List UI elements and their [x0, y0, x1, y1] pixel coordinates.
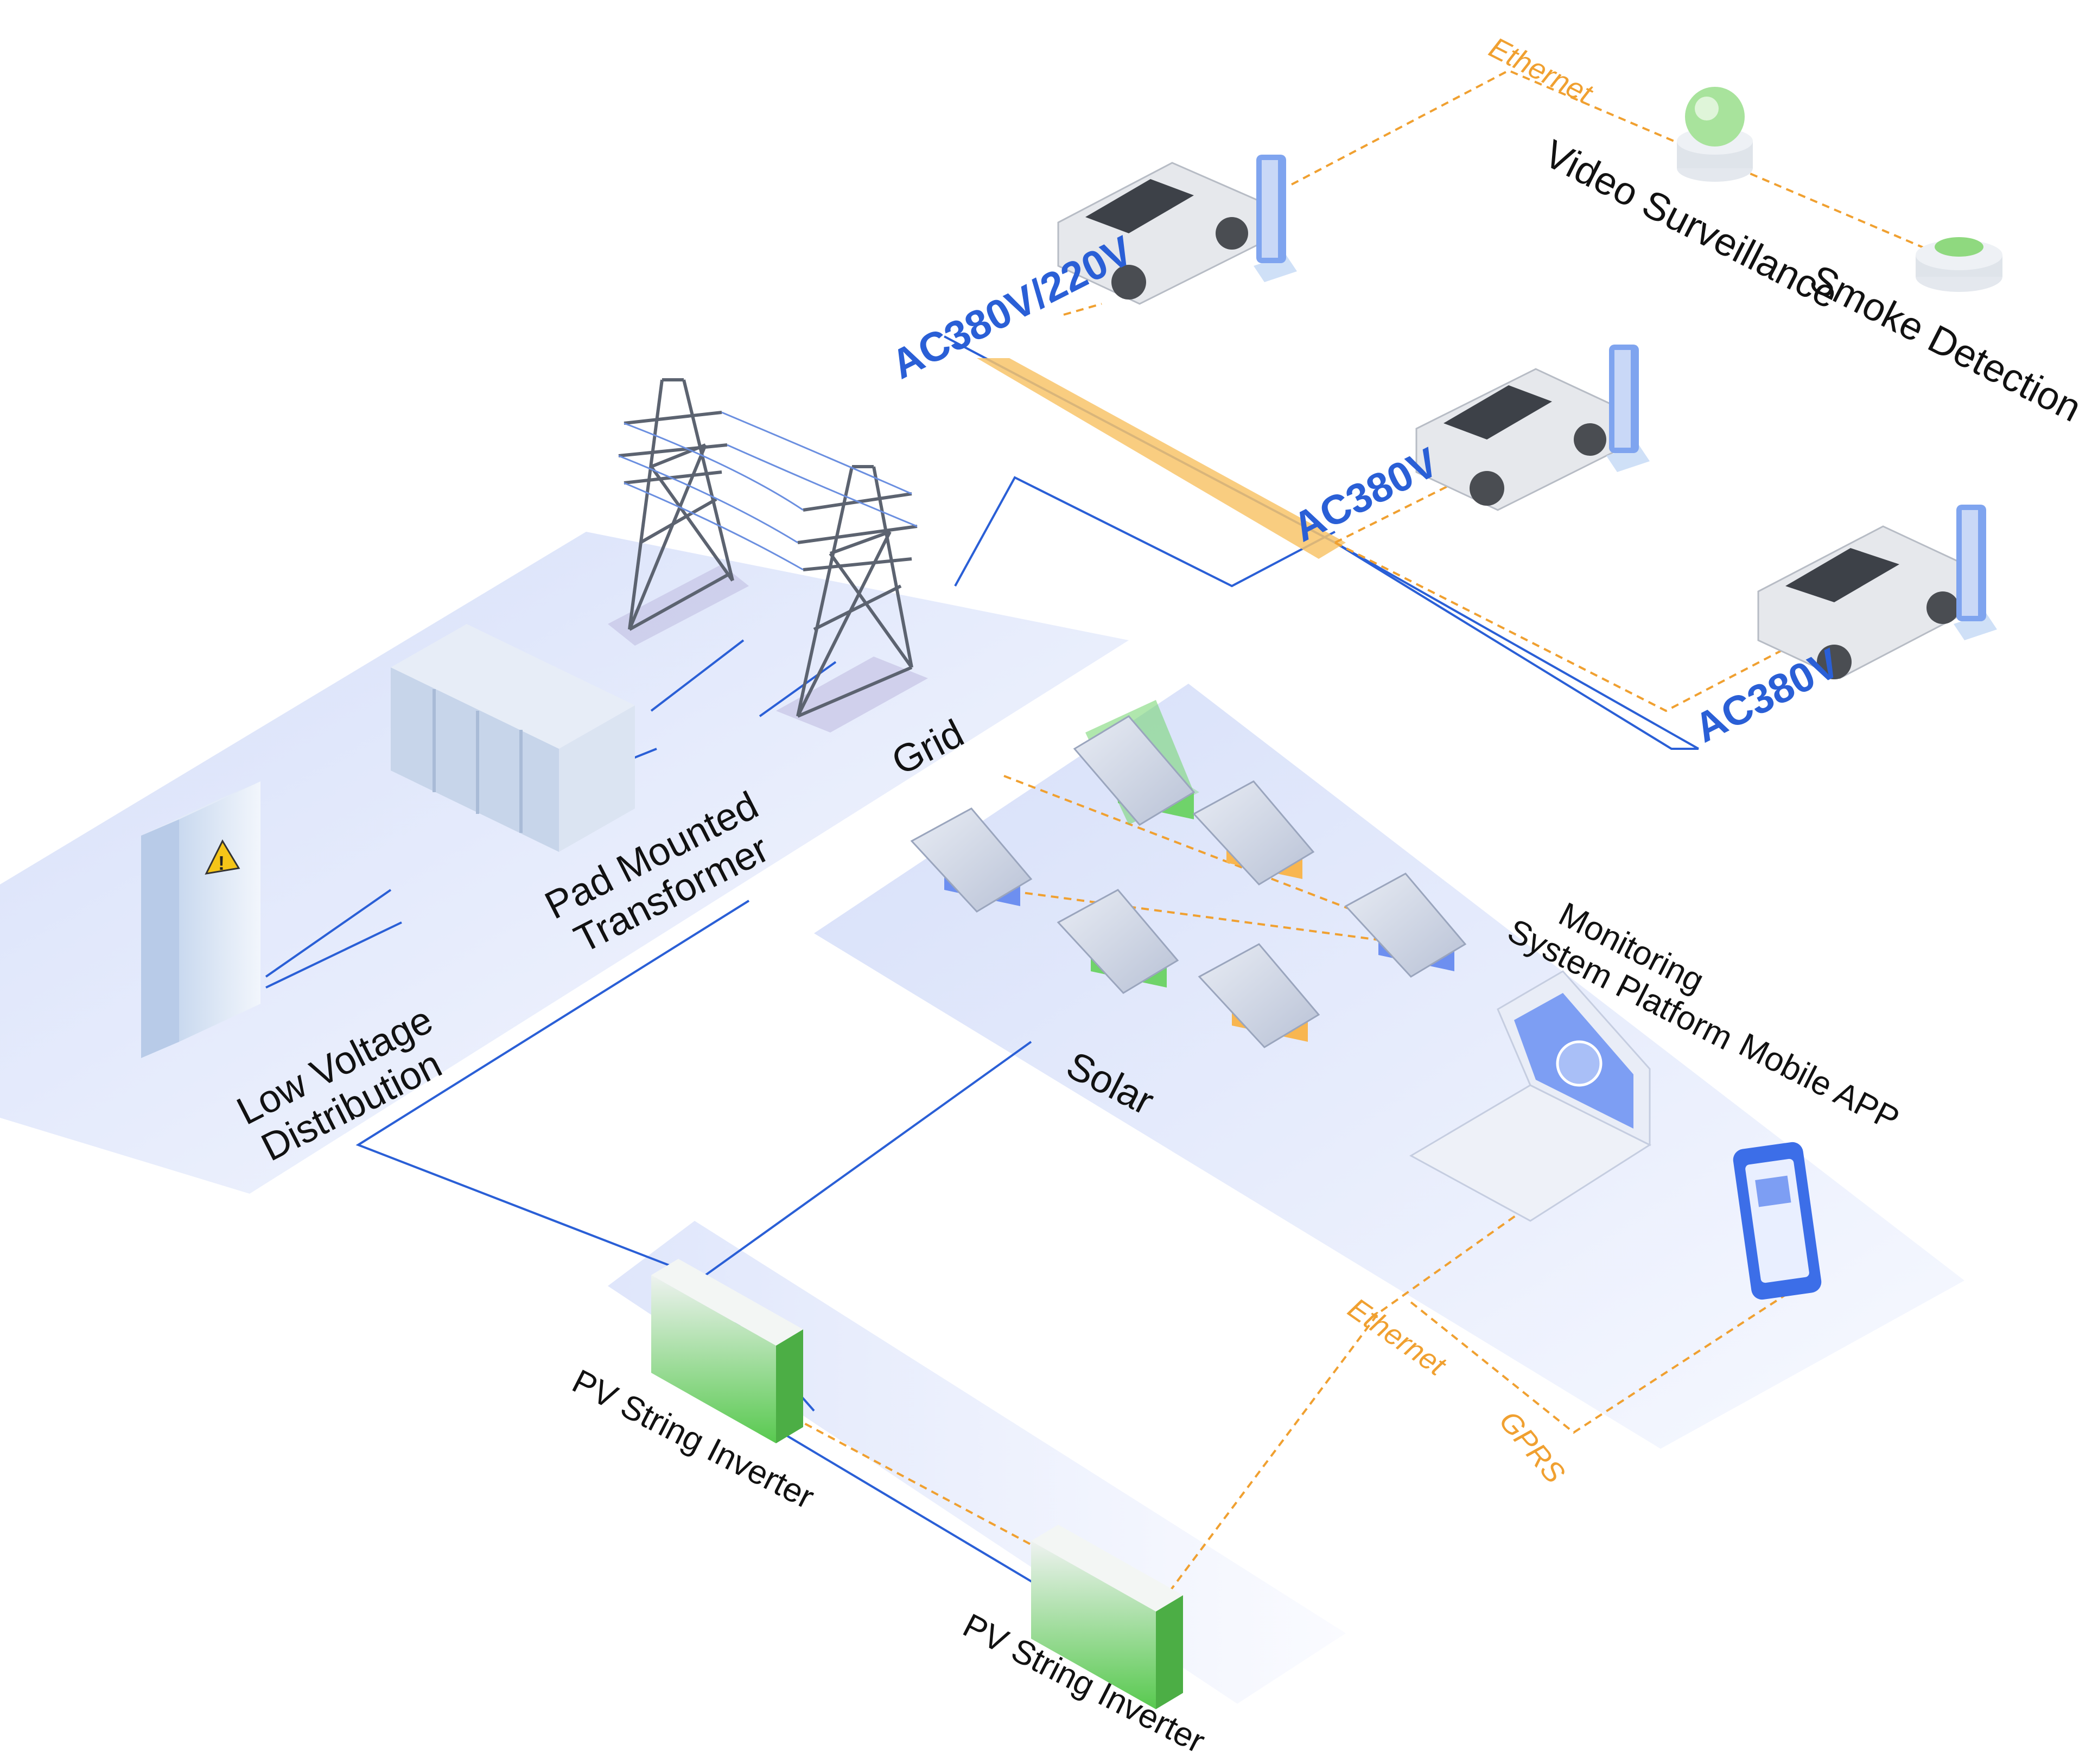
smartphone-icon [1733, 1142, 1822, 1300]
ethernet-top-label: Ethernet [1484, 31, 1599, 111]
charging-bus [977, 358, 1346, 559]
inverter-icon [651, 1259, 803, 1443]
solar-platform [814, 684, 1964, 1449]
pylon-icon [608, 378, 749, 646]
car-icon [1057, 162, 1260, 305]
solar-panel-icon [1073, 700, 1199, 826]
solar-panel-icon [910, 807, 1033, 913]
transformer-icon [391, 624, 635, 852]
solar-panel-icon [1198, 943, 1320, 1048]
solar-panel-icon [1344, 873, 1467, 978]
car-icon [1415, 368, 1618, 511]
transmission-wires [618, 411, 918, 571]
ac380v-label-b: AC380V [1687, 640, 1847, 752]
mobile-app-label: Mobile APP [1733, 1026, 1905, 1138]
car-icon [1757, 525, 1966, 679]
smoke-detector-icon [1916, 237, 2002, 292]
inverter-icon [1031, 1525, 1183, 1709]
switchgear-icon: ! [141, 781, 260, 1058]
gprs-label: GPRS [1493, 1405, 1571, 1489]
solar-panel-icon [1192, 780, 1315, 886]
charger-icon [1606, 345, 1650, 472]
ac380v-label-a: AC380V [1286, 439, 1446, 551]
charger-icon [1954, 505, 1997, 640]
laptop-icon [1409, 970, 1652, 1222]
solar-panel-icon [1057, 889, 1179, 994]
camera-icon [1677, 87, 1753, 182]
charger-icon [1254, 155, 1297, 282]
svg-text:!: ! [218, 852, 225, 874]
